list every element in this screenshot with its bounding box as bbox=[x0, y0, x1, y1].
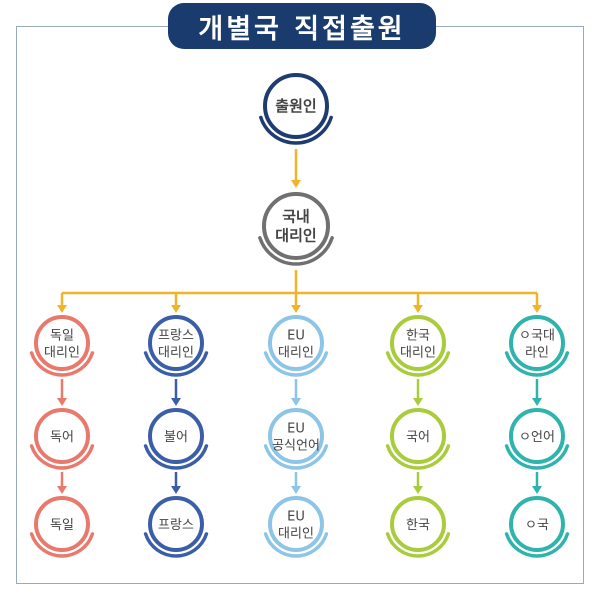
col4-node0-label: 라인 bbox=[525, 346, 549, 361]
col1-node2-label: 프랑스 bbox=[158, 518, 194, 533]
col2-node2-label: 대리인 bbox=[278, 527, 314, 542]
col2-node0-label: 대리인 bbox=[278, 346, 314, 361]
col2-arrow0-head bbox=[291, 398, 301, 406]
col1-node0-label: 프랑스 bbox=[158, 329, 194, 344]
col3-node0-label: 대리인 bbox=[400, 346, 436, 361]
col0-arrow0-head bbox=[57, 398, 67, 406]
col0-node2-circle bbox=[34, 496, 90, 552]
col4-node1-underline-arc bbox=[504, 444, 570, 470]
col2-node0-underline-arc bbox=[263, 351, 329, 377]
branch-arrow-2-head bbox=[291, 305, 301, 313]
col4-node2-label: ㅇ국 bbox=[525, 518, 549, 533]
col3-node2-circle bbox=[390, 496, 446, 552]
col2-arrow1-head bbox=[291, 486, 301, 494]
col4-node0-underline-arc bbox=[504, 351, 570, 377]
col2-node0-label: EU bbox=[287, 329, 305, 344]
col0-node1-underline-arc bbox=[29, 444, 95, 470]
col4-arrow1-head bbox=[532, 486, 542, 494]
col0-node0-label: 독일 bbox=[50, 329, 74, 344]
col1-node1-label: 불어 bbox=[164, 430, 188, 445]
col3-arrow0-head bbox=[413, 398, 423, 406]
col4-arrow0-head bbox=[532, 398, 542, 406]
col2-node2-underline-arc bbox=[263, 532, 329, 558]
col1-arrow1-head bbox=[171, 486, 181, 494]
col0-node2-underline-arc bbox=[29, 532, 95, 558]
col2-node0-circle bbox=[268, 315, 324, 371]
col2-node1-label: 공식언어 bbox=[272, 439, 320, 454]
col2-node1-circle bbox=[268, 408, 324, 464]
domestic-agent-node-label: 대리인 bbox=[275, 227, 316, 245]
col0-node2-label: 독일 bbox=[50, 518, 74, 533]
col1-node2-circle bbox=[148, 496, 204, 552]
branch-arrow-3-head bbox=[413, 305, 423, 313]
col4-node2-circle bbox=[509, 496, 565, 552]
domestic-agent-node-label: 국내 bbox=[282, 208, 310, 226]
col3-node1-circle bbox=[390, 408, 446, 464]
col3-node1-label: 국어 bbox=[406, 430, 430, 445]
col1-arrow0-head bbox=[171, 398, 181, 406]
col3-node2-label: 한국 bbox=[406, 518, 430, 533]
applicant-to-domestic-arrow-head bbox=[291, 180, 301, 188]
col0-arrow1-head bbox=[57, 486, 67, 494]
col0-node1-label: 독어 bbox=[50, 430, 74, 445]
col2-node1-label: EU bbox=[287, 422, 305, 437]
col0-node0-underline-arc bbox=[29, 351, 95, 377]
col3-node2-underline-arc bbox=[385, 532, 451, 558]
applicant-node-underline-arc bbox=[259, 115, 333, 145]
col4-node0-label: ㅇ국대 bbox=[519, 329, 555, 344]
col2-node2-label: EU bbox=[287, 510, 305, 525]
col3-node0-label: 한국 bbox=[406, 329, 430, 344]
col3-arrow1-head bbox=[413, 486, 423, 494]
applicant-node-circle bbox=[263, 73, 329, 139]
domestic-agent-node-underline-arc bbox=[258, 235, 334, 266]
col2-node1-underline-arc bbox=[263, 444, 329, 470]
branch-arrow-0-head bbox=[57, 305, 67, 313]
domestic-agent-node-circle bbox=[262, 192, 330, 260]
branch-arrow-1-head bbox=[171, 305, 181, 313]
diagram-title: 개별국 직접출원 bbox=[168, 3, 436, 49]
col3-node0-circle bbox=[390, 315, 446, 371]
col4-node1-label: ㅇ언어 bbox=[519, 430, 555, 445]
col1-node2-underline-arc bbox=[143, 532, 209, 558]
col3-node1-underline-arc bbox=[385, 444, 451, 470]
applicant-node-label: 출원인 bbox=[275, 97, 316, 115]
col4-node2-underline-arc bbox=[504, 532, 570, 558]
col1-node0-underline-arc bbox=[143, 351, 209, 377]
col2-node2-circle bbox=[268, 496, 324, 552]
col3-node0-underline-arc bbox=[385, 351, 451, 377]
col1-node0-circle bbox=[148, 315, 204, 371]
col1-node1-circle bbox=[148, 408, 204, 464]
col1-node1-underline-arc bbox=[143, 444, 209, 470]
branch-arrow-4-head bbox=[532, 305, 542, 313]
col4-node1-circle bbox=[509, 408, 565, 464]
col0-node0-label: 대리인 bbox=[44, 346, 80, 361]
col1-node0-label: 대리인 bbox=[158, 346, 194, 361]
col0-node0-circle bbox=[34, 315, 90, 371]
col0-node1-circle bbox=[34, 408, 90, 464]
col4-node0-circle bbox=[509, 315, 565, 371]
